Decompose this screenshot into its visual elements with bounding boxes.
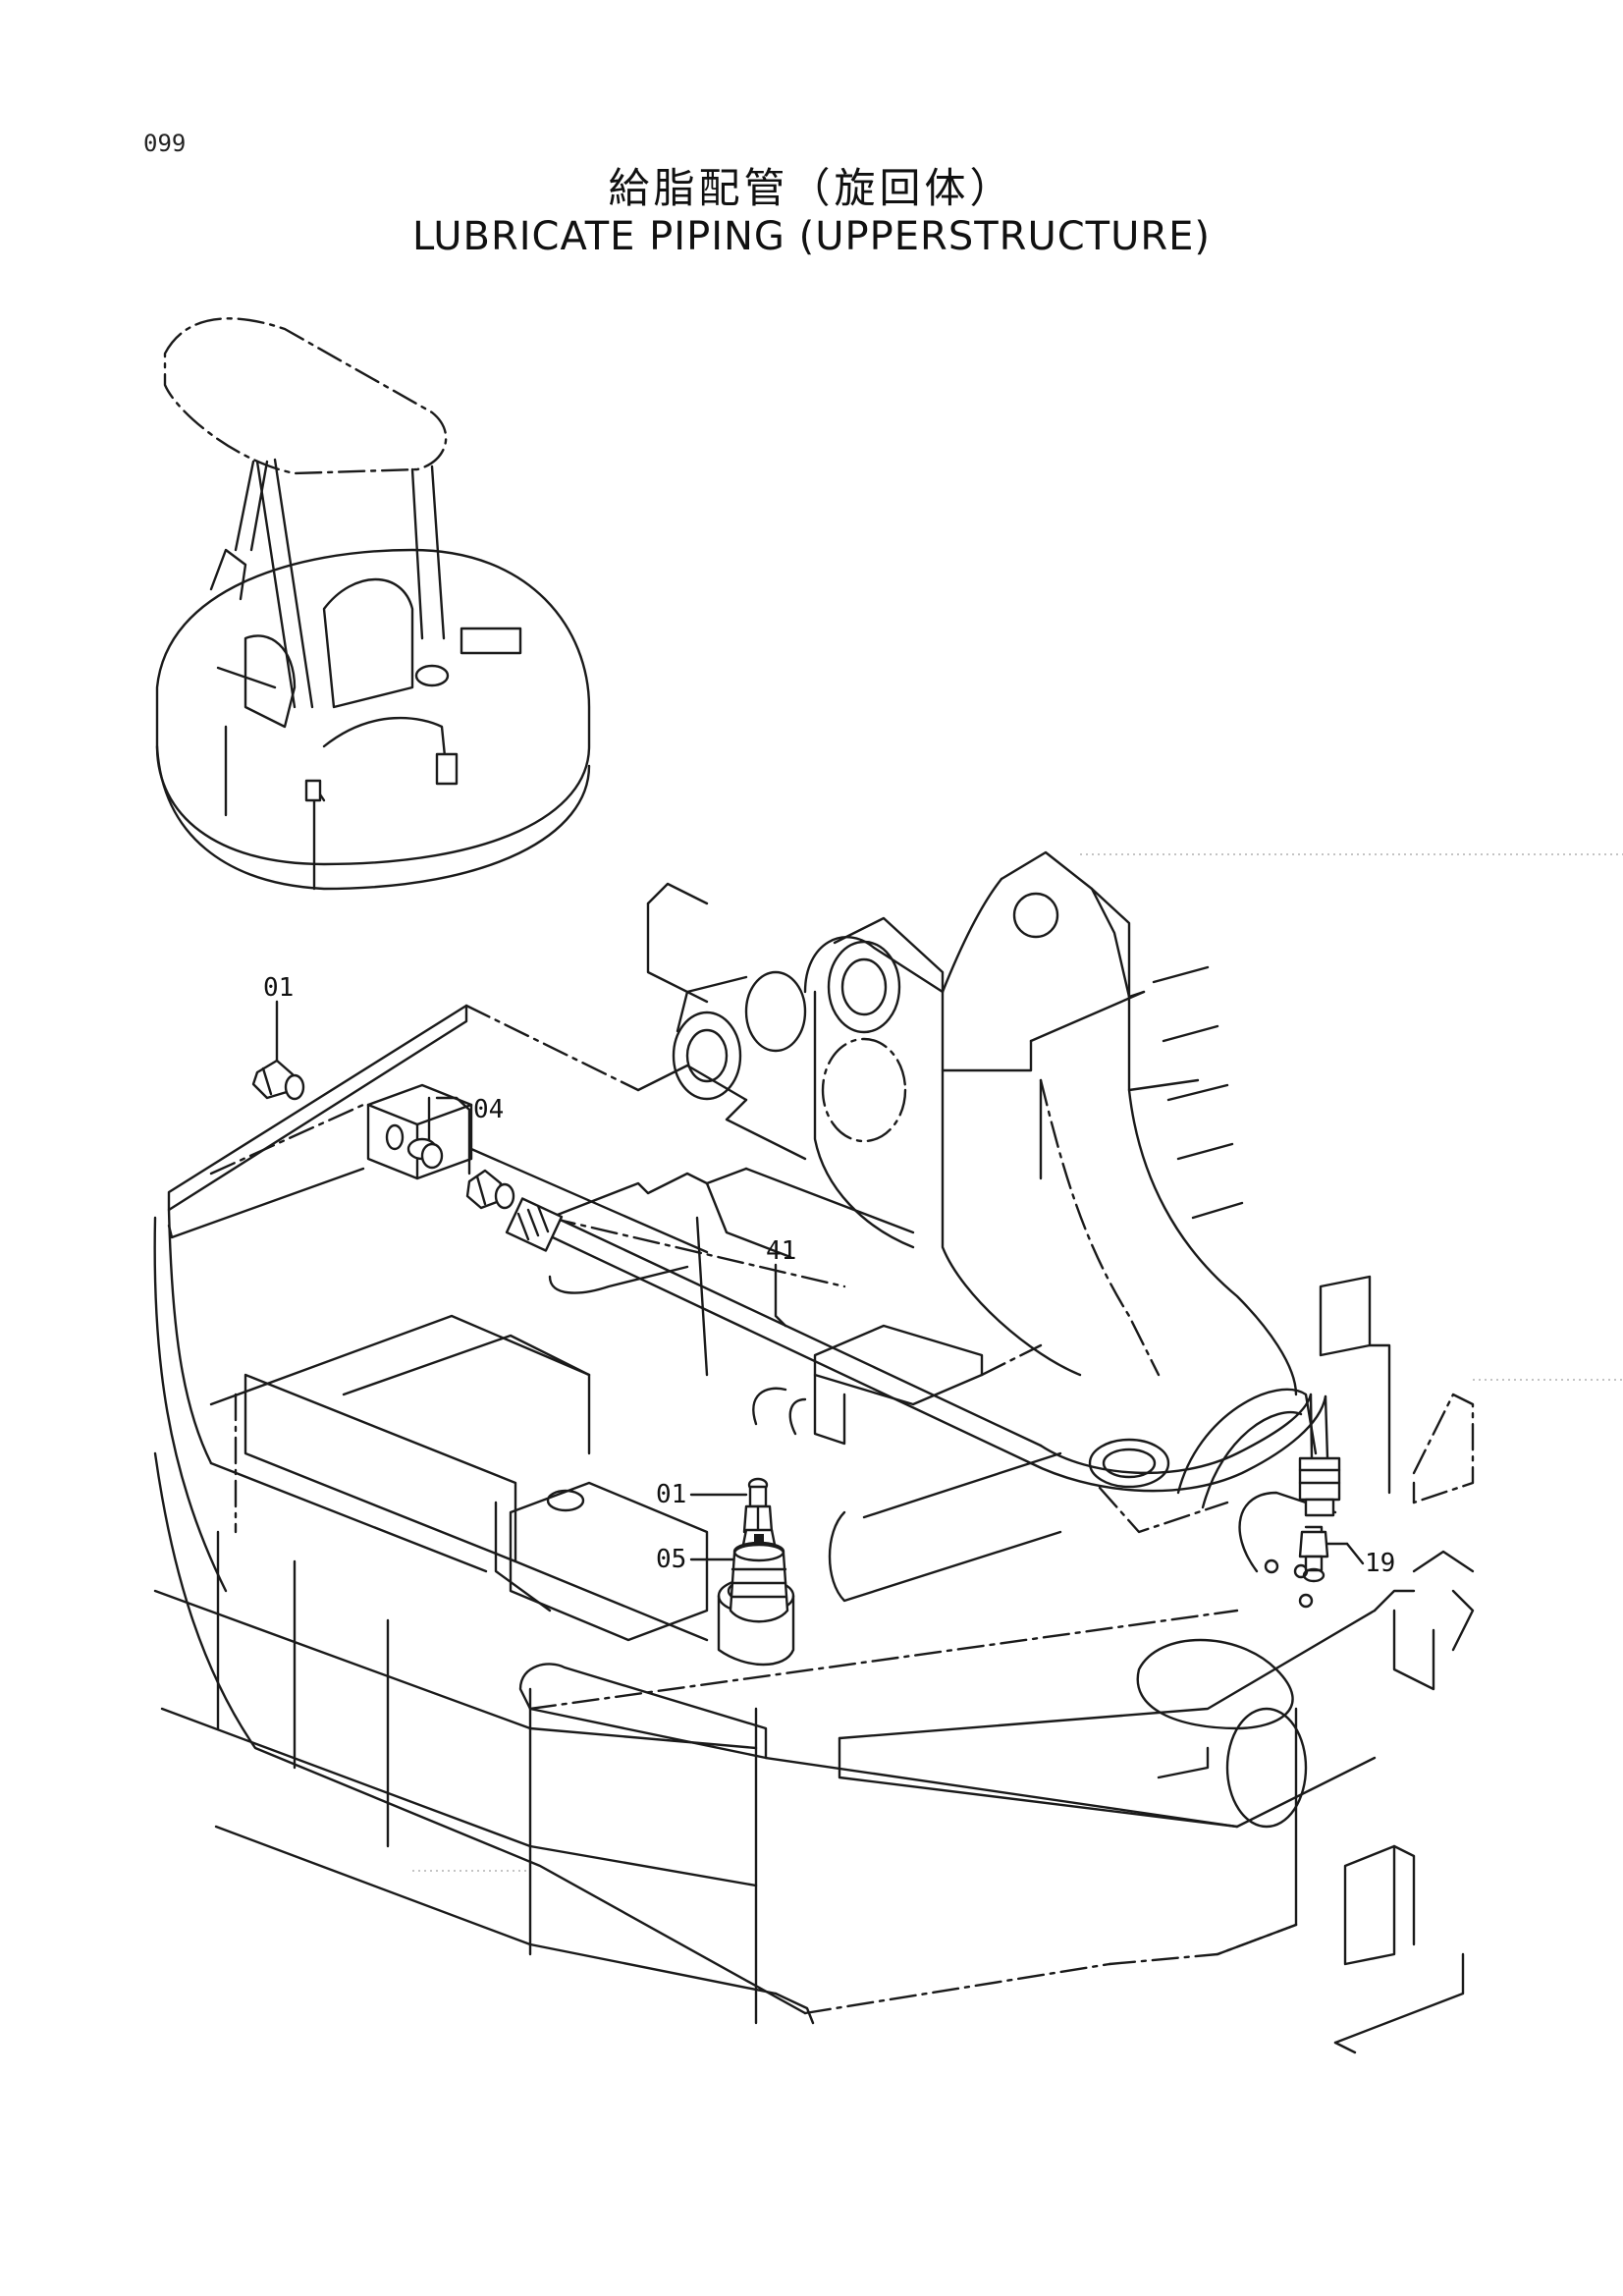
callout-05: 05 <box>656 1545 686 1574</box>
fitting-01-top <box>251 1059 305 1101</box>
page-number: 099 <box>143 130 187 157</box>
callout-41: 41 <box>766 1236 796 1266</box>
leader-lines <box>275 1000 1365 1565</box>
fitting-01-mid <box>742 1477 774 1548</box>
frame-deck <box>167 1083 1229 1667</box>
upperstructure-frame <box>153 1004 1475 2054</box>
boom-bracket <box>646 850 1318 1509</box>
fitting-04-adapter-left <box>406 1137 444 1170</box>
title-japanese: 給脂配管（旋回体） <box>608 164 1015 212</box>
callout-01-mid: 01 <box>656 1480 686 1509</box>
lubrication-hose <box>505 1197 1341 1517</box>
callout-19: 19 <box>1365 1549 1395 1578</box>
callout-01-top: 01 <box>263 973 294 1003</box>
title-english: LUBRICATE PIPING (UPPERSTRUCTURE) <box>411 214 1212 259</box>
fitting-19-elbow <box>1298 1525 1349 1583</box>
machine-overview-inset <box>155 317 591 891</box>
fitting-04-adapter-right <box>465 1169 515 1210</box>
callout-04: 04 <box>473 1095 504 1124</box>
fitting-05-plug <box>729 1528 789 1623</box>
reference-lines <box>412 853 1623 1872</box>
callout-labels: 01 04 41 01 05 19 <box>263 973 1395 1578</box>
